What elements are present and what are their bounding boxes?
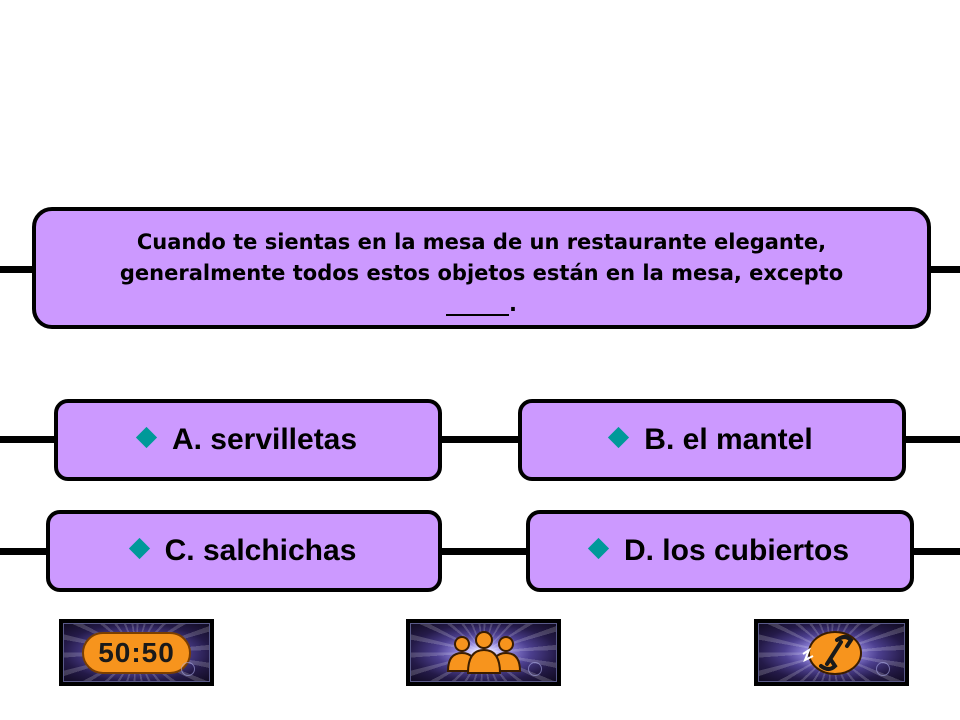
answer-a-label: A. servilletas	[171, 423, 358, 456]
diamond-icon	[128, 537, 150, 559]
question-line-3: ______.	[446, 291, 517, 316]
phone-friend-lifeline-face	[758, 623, 905, 682]
answer-d-label: D. los cubiertos	[623, 534, 850, 567]
logo-watermark-icon	[181, 662, 195, 676]
answer-b-label: B. el mantel	[644, 423, 813, 456]
audience-icon	[446, 630, 521, 674]
answer-c-label: C. salchichas	[164, 534, 357, 567]
diamond-icon	[587, 537, 610, 559]
question-connector-right	[928, 266, 960, 273]
fifty-fifty-lifeline-face: 50:50	[63, 623, 210, 682]
phone-friend-lifeline-button[interactable]	[754, 619, 909, 686]
answer-c-button[interactable]: C. salchichas	[46, 510, 442, 592]
ask-audience-lifeline-face	[410, 623, 557, 682]
question-connector-left	[0, 266, 36, 273]
row2-connector-left	[0, 548, 50, 555]
row2-connector-middle	[438, 548, 530, 555]
answer-b-button[interactable]: B. el mantel	[518, 399, 906, 481]
diamond-icon	[608, 426, 630, 448]
logo-watermark-icon	[528, 662, 542, 676]
diamond-icon	[135, 426, 158, 448]
logo-watermark-icon	[876, 662, 890, 676]
row1-connector-right	[902, 436, 960, 443]
answer-a-button[interactable]: A. servilletas	[54, 399, 442, 481]
question-line-1: Cuando te sientas en la mesa de un resta…	[136, 229, 827, 254]
phone-icon	[801, 630, 862, 675]
fifty-fifty-lifeline-button[interactable]: 50:50	[59, 619, 214, 686]
ask-audience-lifeline-button[interactable]	[406, 619, 561, 686]
fifty-fifty-label: 50:50	[82, 631, 191, 674]
question-line-2: generalmente todos estos objetos están e…	[119, 260, 844, 285]
row2-connector-right	[910, 548, 960, 555]
row1-connector-left	[0, 436, 58, 443]
answer-d-button[interactable]: D. los cubiertos	[526, 510, 914, 592]
question-text: Cuando te sientas en la mesa de un resta…	[120, 227, 843, 320]
row1-connector-middle	[438, 436, 522, 443]
question-panel: Cuando te sientas en la mesa de un resta…	[32, 207, 931, 329]
